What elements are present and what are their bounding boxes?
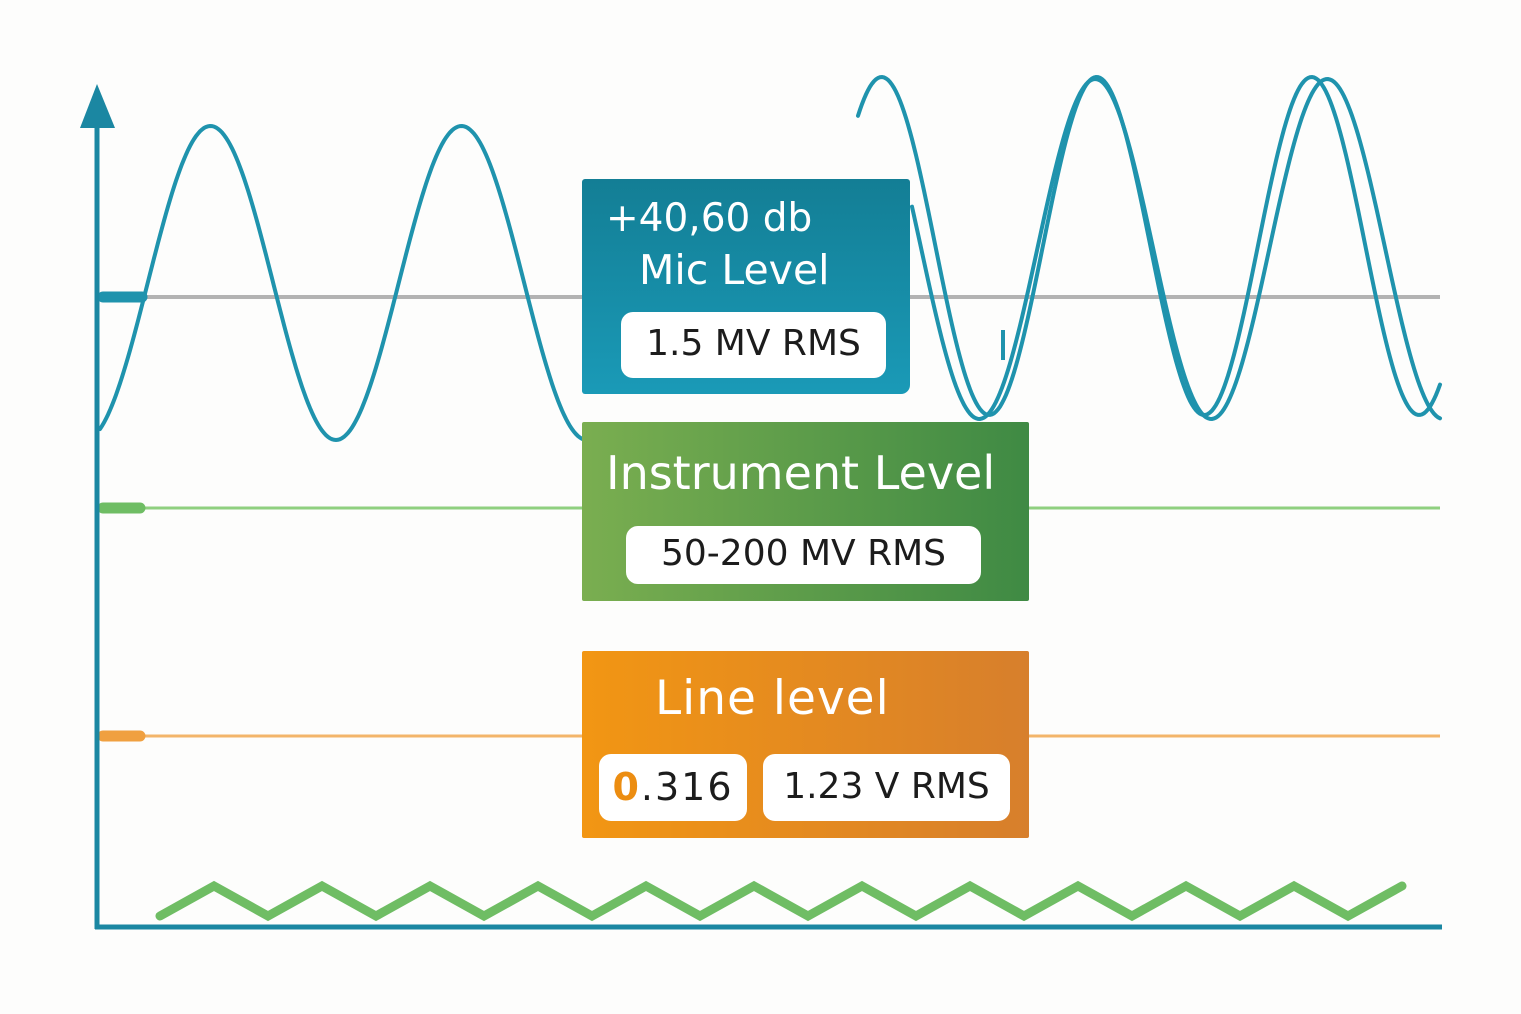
overlapping-sine-wave-a bbox=[856, 74, 1442, 418]
mic-level-panel: +40,60 db Mic Level 1.5 MV RMS bbox=[582, 179, 910, 394]
line-value-decimals: .316 bbox=[640, 765, 734, 809]
y-axis-arrowhead bbox=[80, 84, 115, 128]
instrument-voltage-badge: 50-200 MV RMS bbox=[626, 526, 981, 584]
mic-gain-label: +40,60 db bbox=[606, 196, 813, 241]
overlapping-sine-wave-b bbox=[910, 76, 1442, 422]
line-voltage-value: 1.23 V RMS bbox=[783, 766, 990, 807]
mic-voltage-badge: 1.5 MV RMS bbox=[621, 312, 886, 378]
instrument-voltage-value: 50-200 MV RMS bbox=[660, 533, 946, 574]
line-value-badge: 0.316 bbox=[599, 754, 747, 821]
line-voltage-badge: 1.23 V RMS bbox=[763, 754, 1010, 821]
instrument-level-panel: Instrument Level 50-200 MV RMS bbox=[582, 422, 1029, 601]
mic-sine-wave bbox=[98, 123, 588, 443]
zigzag-signal-wave bbox=[155, 880, 1407, 922]
line-value-leading-digit: 0 bbox=[612, 765, 641, 809]
mic-voltage-value: 1.5 MV RMS bbox=[646, 323, 861, 364]
instrument-level-title: Instrument Level bbox=[606, 446, 996, 500]
line-level-panel: Line level 0.316 1.23 V RMS bbox=[582, 651, 1029, 838]
line-level-title: Line level bbox=[655, 671, 890, 726]
mic-level-title: Mic Level bbox=[639, 246, 830, 294]
